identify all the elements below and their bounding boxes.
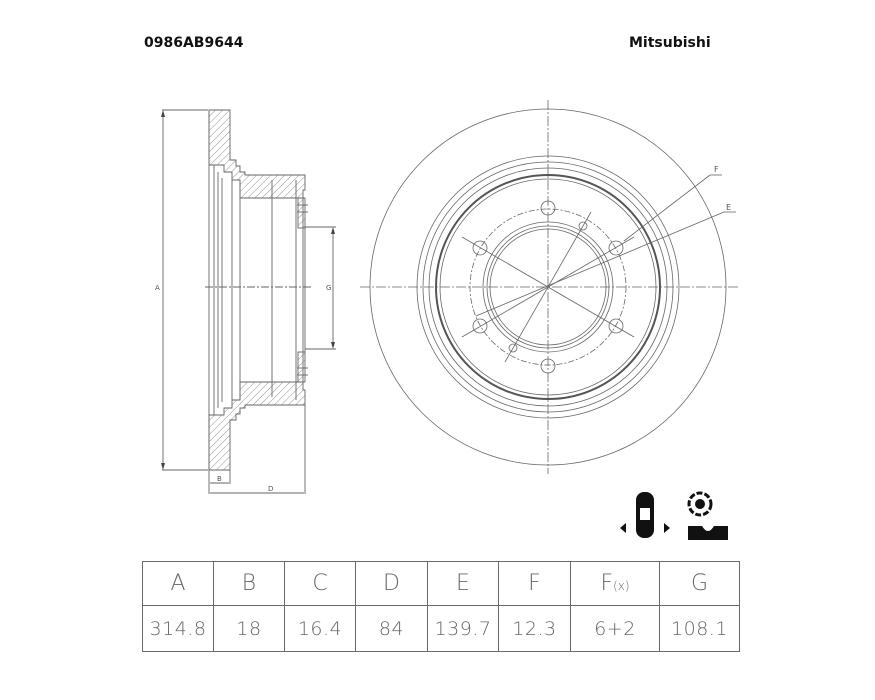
value-B: 18 [213, 605, 285, 652]
label-G: G [326, 284, 331, 292]
header-E: E [427, 561, 499, 606]
label-B: B [217, 475, 222, 483]
value-A: 314.8 [142, 605, 214, 652]
label-A: A [155, 284, 160, 292]
label-F: F [714, 165, 719, 174]
header-C: C [284, 561, 356, 606]
header-G: G [659, 561, 740, 606]
header-A: A [142, 561, 214, 606]
table-values-row: 314.8 18 16.4 84 139.7 12.3 6+2 108.1 [142, 605, 740, 652]
header-B: B [213, 561, 285, 606]
value-G: 108.1 [659, 605, 740, 652]
header-D: D [355, 561, 428, 606]
value-Fx: 6+2 [570, 605, 660, 652]
side-section-view [161, 109, 336, 494]
value-C: 16.4 [284, 605, 356, 652]
dimensions-table: A B C D E F F(x) G 314.8 18 16.4 84 139.… [142, 561, 740, 652]
header-F: F [498, 561, 571, 606]
value-D: 84 [355, 605, 428, 652]
value-E: 139.7 [427, 605, 499, 652]
header-Fx: F(x) [570, 561, 660, 606]
rear-axle-car-icon [620, 492, 670, 538]
value-F: 12.3 [498, 605, 571, 652]
brand-name: Mitsubishi [629, 35, 711, 51]
solid-disc-icon [687, 491, 728, 540]
technical-drawing: A B D G [155, 100, 740, 494]
label-D: D [268, 485, 273, 493]
table-header-row: A B C D E F F(x) G [142, 561, 740, 606]
part-number: 0986AB9644 [144, 35, 244, 51]
label-E: E [726, 203, 731, 212]
front-view [360, 100, 740, 474]
